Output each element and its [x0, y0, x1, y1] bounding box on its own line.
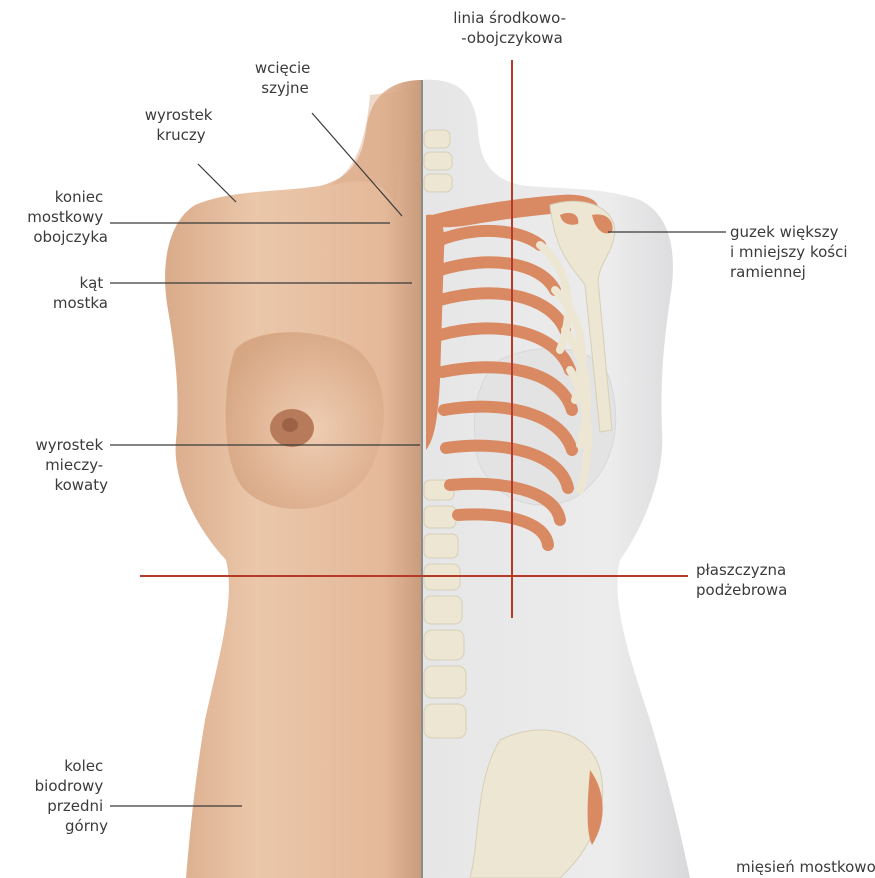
left-nipple — [282, 418, 298, 432]
label-jugular-notch: wcięcie szyjne — [255, 59, 315, 97]
label-coracoid: wyrostek kruczy — [145, 106, 218, 144]
label-scm: mięsień mostkowo- — [736, 858, 875, 876]
label-midclavicular: linia środkowo- -obojczykowa — [453, 9, 571, 47]
label-subcostal: płaszczyzna podżebrowa — [696, 561, 791, 599]
label-sternal-end: koniec mostkowy obojczyka — [27, 188, 108, 246]
label-xiphoid: wyrostek mieczy- kowaty — [35, 436, 108, 494]
label-tubercles: guzek większy i mniejszy kości ramiennej — [730, 223, 852, 281]
label-asis: kolec biodrowy przedni górny — [35, 757, 108, 835]
label-sternal-angle: kąt mostka — [53, 274, 108, 312]
